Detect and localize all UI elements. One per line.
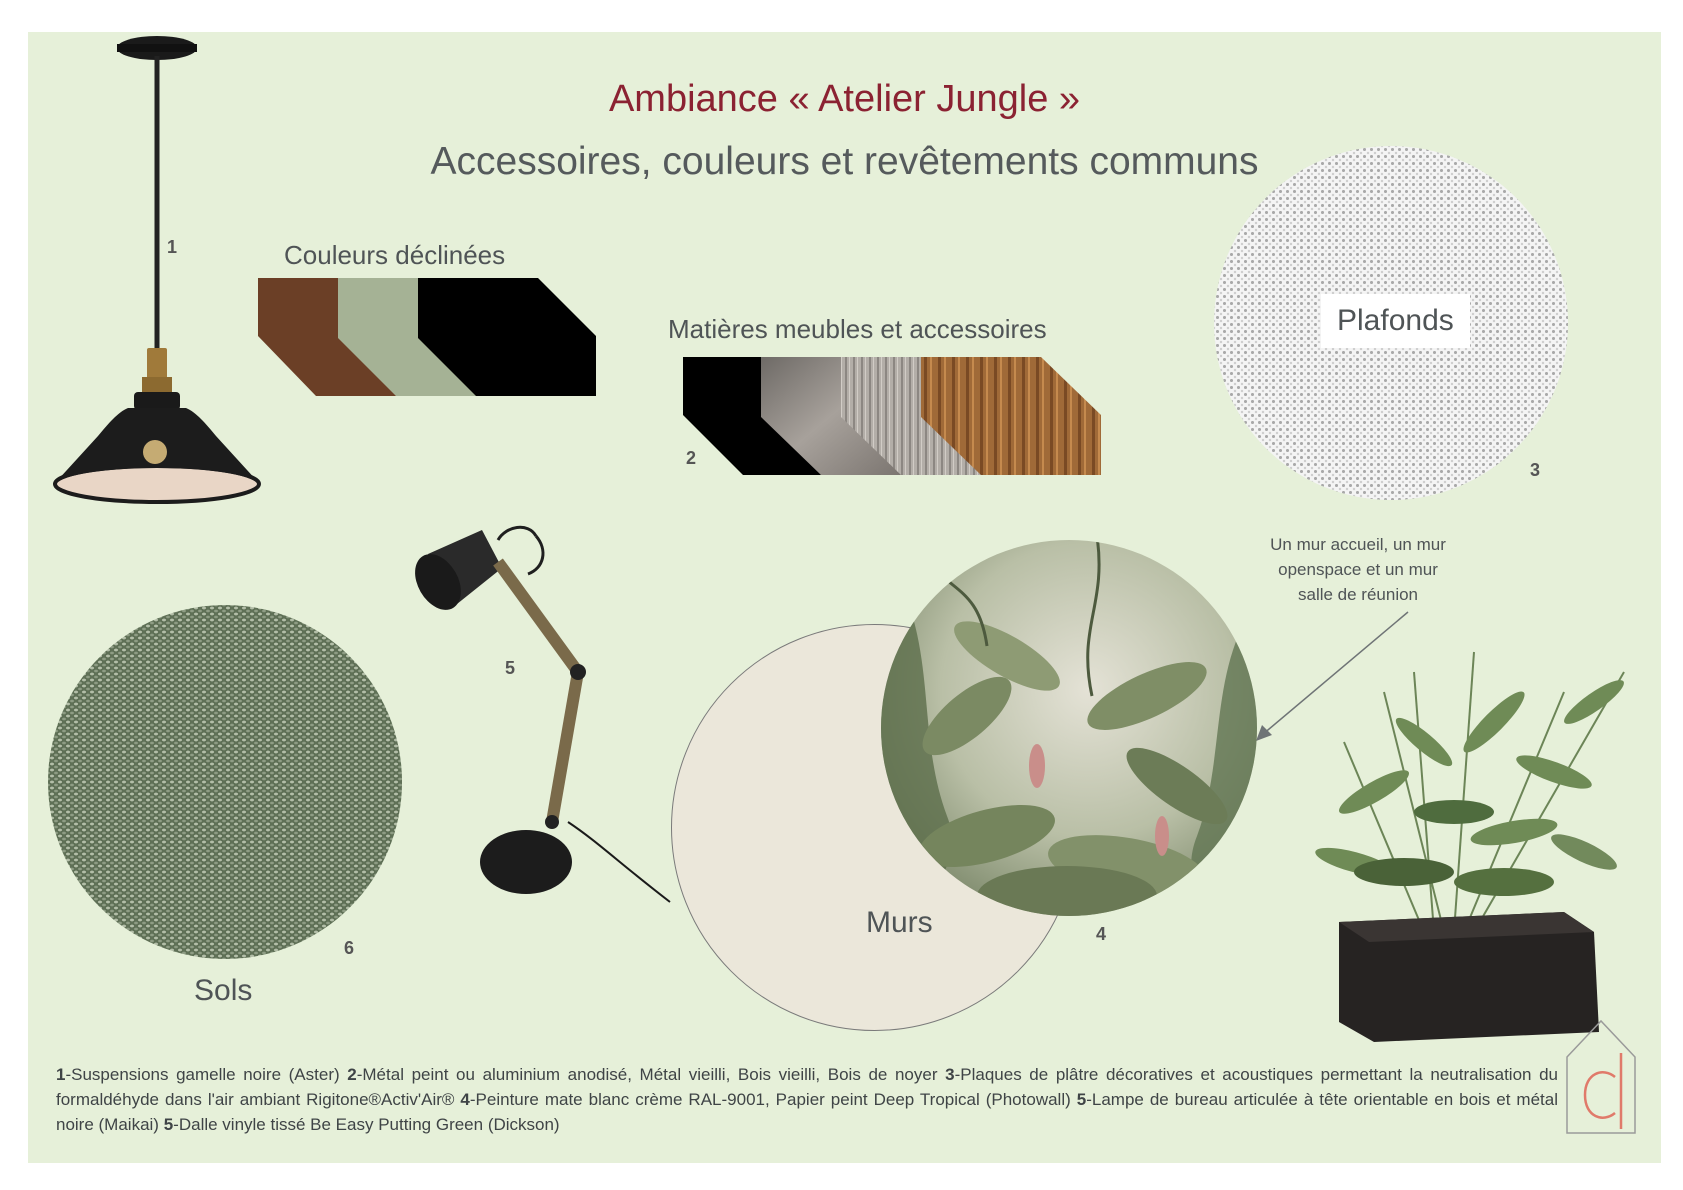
caption-item-3: -Plaques de plâtre décoratives et acoust… xyxy=(56,1065,1559,1109)
desk-lamp-image xyxy=(415,525,671,903)
swatch-brown xyxy=(258,278,396,396)
caption-num-6: 5 xyxy=(163,1115,174,1134)
walls-note-line-1: Un mur accueil, un mur xyxy=(1270,535,1446,554)
caption-item-6: -Dalle vinyle tissé Be Easy Putting Gree… xyxy=(173,1115,560,1134)
walls-label: Murs xyxy=(866,906,933,939)
pendant-lamp-image xyxy=(53,36,261,504)
caption-item-2: -Métal peint ou aluminium anodisé, Métal… xyxy=(356,1065,946,1084)
annotation-arrow xyxy=(1256,611,1409,741)
walls-note-line-2: openspace et un mur xyxy=(1278,560,1438,579)
bamboo-planter-image xyxy=(1315,651,1625,1042)
color-swatches xyxy=(258,278,596,396)
caption-item-4: -Peinture mate blanc crème RAL-9001, Pap… xyxy=(469,1090,1077,1109)
colors-label: Couleurs déclinées xyxy=(284,240,506,270)
swatch-painted-metal xyxy=(683,357,821,475)
swatch-black xyxy=(418,278,596,396)
page-title: Ambiance « Atelier Jungle » xyxy=(608,78,1081,120)
item-number-1: 1 xyxy=(167,237,178,257)
caption-num-1: 1 xyxy=(56,1065,66,1084)
item-number-2: 2 xyxy=(686,448,697,468)
item-number-6: 6 xyxy=(344,938,355,958)
brand-logo xyxy=(1566,1019,1636,1134)
caption-num-5: 5 xyxy=(1076,1090,1087,1109)
material-swatches xyxy=(683,357,1101,475)
jungle-wallpaper-circle xyxy=(881,540,1257,916)
caption-num-2: 2 xyxy=(347,1065,357,1084)
caption-num-3: 3 xyxy=(945,1065,955,1084)
item-number-4: 4 xyxy=(1096,924,1107,944)
swatch-aged-wood xyxy=(841,357,981,475)
caption-num-4: 4 xyxy=(460,1090,470,1109)
floors-label: Sols xyxy=(194,974,253,1007)
materials-label: Matières meubles et accessoires xyxy=(668,314,1047,344)
floor-texture-circle xyxy=(48,605,402,959)
swatch-aged-metal xyxy=(761,357,901,475)
walls-note: Un mur accueil, un mur openspace et un m… xyxy=(1258,532,1458,607)
swatch-walnut xyxy=(921,357,1101,475)
walls-note-line-3: salle de réunion xyxy=(1297,585,1419,604)
item-number-3: 3 xyxy=(1530,460,1541,480)
item-number-5: 5 xyxy=(505,658,516,678)
caption-item-1: -Suspensions gamelle noire (Aster) xyxy=(65,1065,348,1084)
moodboard: Ambiance « Atelier Jungle » Accessoires,… xyxy=(28,32,1661,1163)
ceiling-label: Plafonds xyxy=(1321,294,1470,348)
description-caption: 1-Suspensions gamelle noire (Aster) 2-Mé… xyxy=(56,1062,1558,1137)
caption-item-5: -Lampe de bureau articulée à tête orient… xyxy=(56,1090,1559,1134)
page-subtitle: Accessoires, couleurs et revêtements com… xyxy=(430,140,1259,183)
swatch-sage xyxy=(338,278,476,396)
